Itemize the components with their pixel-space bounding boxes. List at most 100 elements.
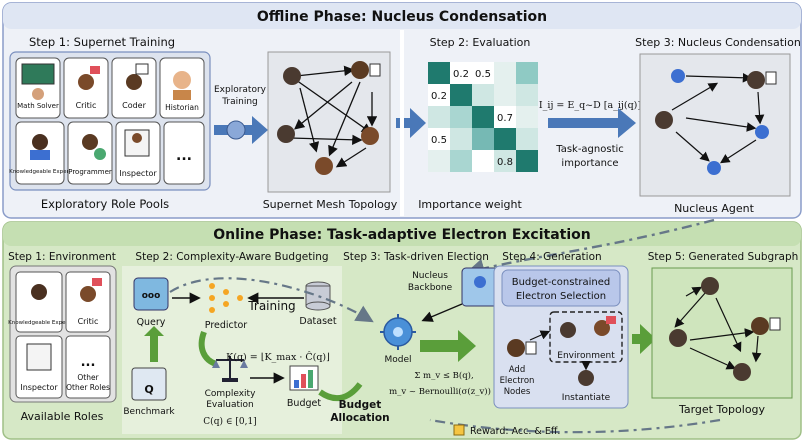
matrix-value: 0.5 bbox=[475, 69, 491, 80]
benchmark-icon bbox=[131, 367, 167, 401]
online-step3-label: Step 3: Task-driven Election bbox=[343, 251, 489, 263]
importance-weight-label: Importance weight bbox=[418, 198, 522, 211]
env-role-other: ... Other Other Roles bbox=[65, 335, 111, 399]
offline-arrow-2 bbox=[396, 108, 426, 138]
person-icon bbox=[32, 88, 44, 100]
add-electron-label-1: Add bbox=[509, 365, 525, 375]
matrix-value: 0.5 bbox=[431, 135, 447, 146]
role-card-historian: Historian bbox=[159, 57, 205, 119]
nucleus-node bbox=[755, 125, 769, 139]
matrix-value: 0.8 bbox=[497, 157, 513, 168]
matrix-value: 0.2 bbox=[431, 91, 447, 102]
mesh-edges bbox=[289, 65, 378, 168]
importance-formula: I_ij = E_q~D [a_ij(q)] bbox=[539, 100, 641, 111]
offline-title-bar bbox=[3, 3, 801, 29]
benchmark-to-query-arrow bbox=[144, 326, 164, 362]
electron-agent-node bbox=[507, 339, 525, 357]
budget-allocation-label-2: Allocation bbox=[330, 412, 389, 424]
trophy-icon bbox=[453, 424, 465, 436]
mesh-label: Supernet Mesh Topology bbox=[263, 198, 398, 211]
clipboard-icon bbox=[26, 343, 52, 371]
electron-edge bbox=[529, 330, 551, 341]
budget-label: Budget bbox=[287, 398, 321, 409]
person-icon bbox=[132, 133, 142, 143]
online-step1-label: Step 1: Environment bbox=[8, 251, 116, 263]
mesh-agent-node bbox=[315, 157, 333, 175]
instantiate-label: Instantiate bbox=[562, 393, 611, 403]
budget-allocation-label-1: Budget bbox=[339, 399, 382, 411]
instantiate-agent-node bbox=[578, 370, 594, 386]
nucleus-backbone-label-1: Nucleus bbox=[412, 271, 448, 281]
target-topology-label: Target Topology bbox=[678, 403, 766, 416]
exploratory-training-label-1: Exploratory bbox=[214, 85, 267, 95]
budget-constrained-label-1: Budget-constrained bbox=[512, 277, 611, 288]
subgraph-agent-node bbox=[751, 317, 769, 335]
nucleus-agent-node bbox=[655, 111, 673, 129]
importance-matrix bbox=[428, 62, 538, 172]
role-label: Other bbox=[77, 373, 99, 382]
mesh-agent-node bbox=[361, 127, 379, 145]
env-role-critic: Critic bbox=[65, 271, 111, 333]
subgraph-agent-node bbox=[701, 277, 719, 295]
model-icon bbox=[380, 314, 416, 350]
complexity-range-formula: C(q) ∈ [0,1] bbox=[203, 416, 256, 427]
query-icon bbox=[133, 277, 169, 311]
person-icon bbox=[32, 134, 48, 150]
role-pool-label: Exploratory Role Pools bbox=[41, 197, 169, 211]
online-phase-title: Online Phase: Task-adaptive Electron Exc… bbox=[213, 227, 590, 243]
model-label: Model bbox=[384, 355, 411, 365]
training-label: Training bbox=[247, 299, 295, 313]
role-label: Knowledgeable Expert bbox=[8, 320, 71, 326]
generation-to-subgraph-arrow bbox=[632, 324, 656, 354]
person-body-icon bbox=[30, 150, 50, 160]
matrix-value: 0.2 bbox=[453, 69, 469, 80]
balance-scale-icon bbox=[212, 356, 248, 382]
env-role-knowledgeable-expert: Knowledgeable Expert bbox=[8, 271, 71, 333]
person-icon bbox=[474, 276, 486, 288]
role-label: Coder bbox=[122, 101, 146, 110]
offline-step3-label: Step 3: Nucleus Condensation bbox=[635, 36, 801, 49]
complexity-eval-label-2: Evaluation bbox=[206, 400, 254, 410]
budget-chart-icon bbox=[289, 365, 319, 391]
role-card-programmer: Programmer bbox=[67, 121, 113, 185]
online-title-bar bbox=[3, 222, 801, 246]
exploratory-training-label-2: Training bbox=[221, 97, 258, 107]
subgraph-agent-node bbox=[669, 329, 687, 347]
offline-step1-label: Step 1: Supernet Training bbox=[29, 35, 175, 49]
bernoulli-formula: m_v ~ Bernoulli(σ(z_v)) bbox=[389, 386, 491, 397]
nucleus-backbone-label-2: Backbone bbox=[408, 283, 453, 293]
reward-loop-arrow bbox=[429, 418, 721, 434]
gear-icon bbox=[226, 120, 246, 140]
role-label: Critic bbox=[78, 317, 99, 326]
role-card-knowledgeable-expert: Knowledgeable Expert bbox=[9, 121, 72, 185]
benchmark-glyph: Q bbox=[144, 383, 153, 396]
predictor-to-eval-arrow bbox=[198, 330, 218, 367]
role-label: ... bbox=[81, 355, 96, 370]
budget-allocation-arrow bbox=[318, 382, 363, 402]
dataset-label: Dataset bbox=[299, 316, 336, 327]
mesh-agent-node bbox=[283, 67, 301, 85]
add-electron-label-3: Nodes bbox=[504, 387, 531, 397]
budget-constrained-label-2: Electron Selection bbox=[516, 291, 606, 302]
reward-label: Reward: Acc. & Eff. bbox=[470, 426, 560, 437]
role-label: Inspector bbox=[20, 383, 58, 392]
offline-arrow-3 bbox=[548, 108, 636, 138]
nucleus-node bbox=[671, 69, 685, 83]
role-card-more: ... bbox=[163, 121, 205, 185]
speech-icon bbox=[606, 316, 616, 324]
offline-phase-title: Offline Phase: Nucleus Condensation bbox=[257, 9, 547, 25]
matrix-value: 0.7 bbox=[497, 113, 513, 124]
benchmark-label: Benchmark bbox=[123, 407, 175, 417]
budget-formula: K(q) = ⌊K_max · Ĉ(q)⌋ bbox=[226, 351, 330, 363]
person-icon bbox=[31, 284, 47, 300]
check-icon bbox=[94, 148, 106, 160]
env-role-inspector: Inspector bbox=[15, 335, 63, 399]
offline-step2-label: Step 2: Evaluation bbox=[430, 36, 531, 49]
model-to-generation-arrow bbox=[420, 330, 476, 362]
nucleus-agent-node bbox=[747, 71, 765, 89]
person-icon bbox=[82, 134, 98, 150]
predictor-network-icon bbox=[209, 283, 243, 313]
mesh-agent-node bbox=[351, 61, 369, 79]
online-step5-label: Step 5: Generated Subgraph bbox=[648, 251, 799, 263]
